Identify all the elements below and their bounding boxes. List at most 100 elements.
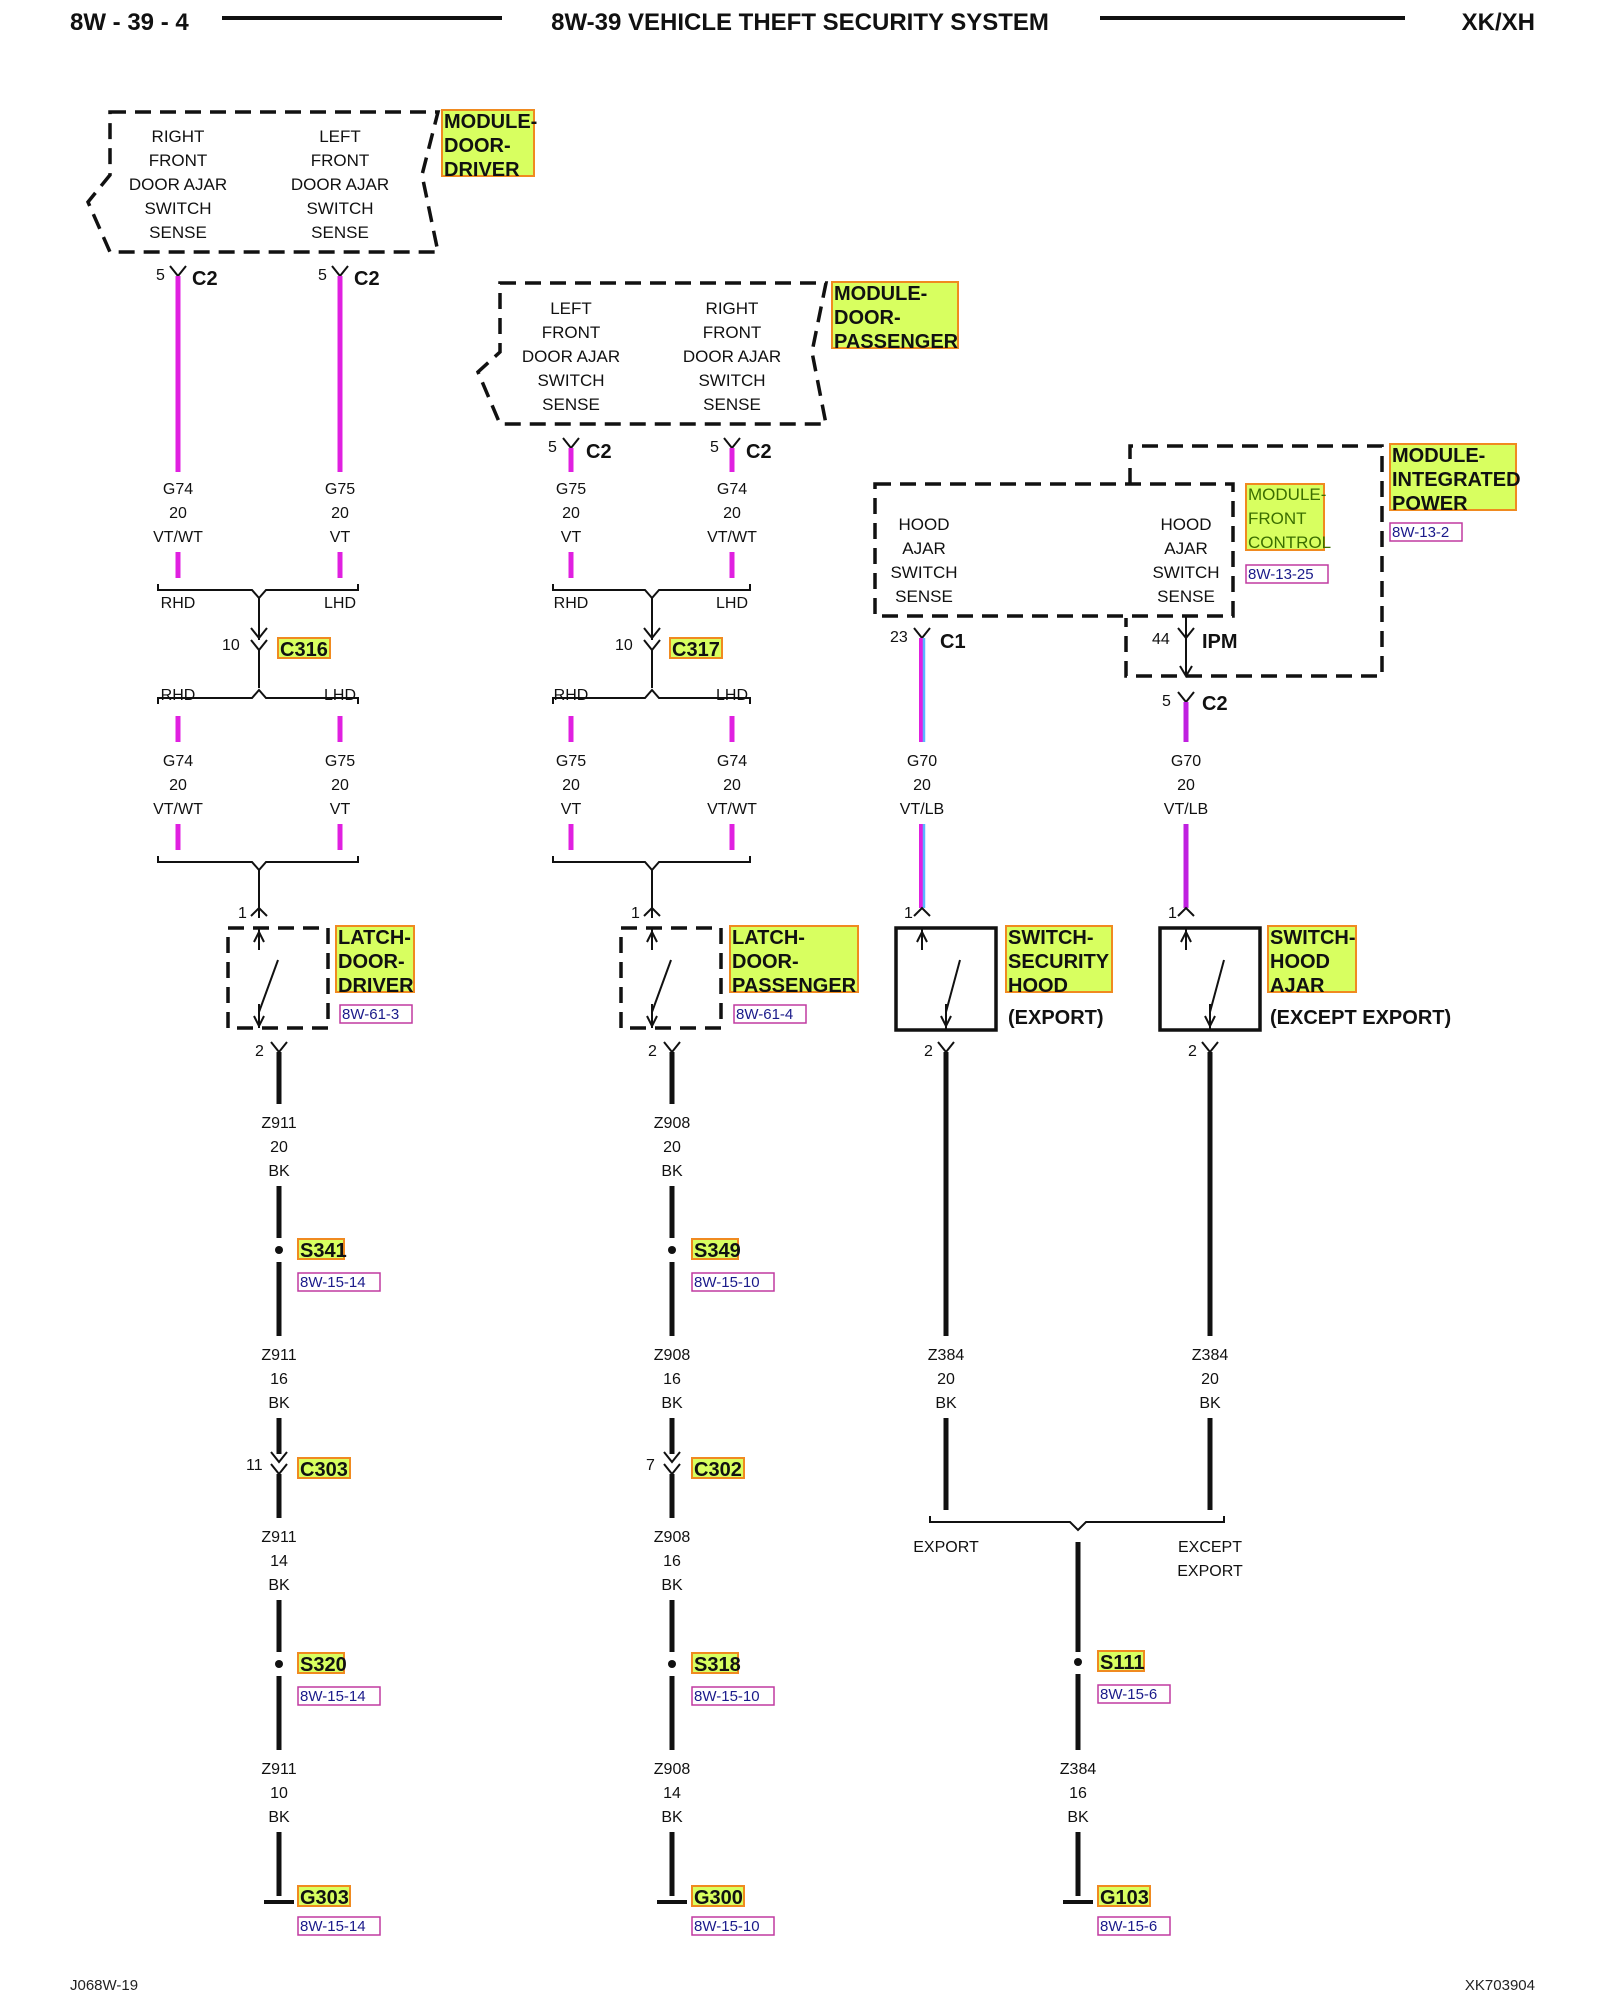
driver-rhd-bot: RHD [161,687,196,704]
option-brace-bottom [157,688,359,704]
footer-right-code: XK703904 [1465,1977,1535,1994]
ground-g103-ref[interactable]: 8W-15-6 [1100,1918,1157,1935]
splice-s111-ref[interactable]: 8W-15-6 [1100,1686,1157,1703]
c302-label[interactable]: C302 [694,1459,742,1481]
passenger-module-name: MODULE-DOOR-PASSENGER [834,283,959,353]
latch-driver-outline [226,926,330,1030]
s341-highlight [297,1238,345,1260]
ground-g303-ref[interactable]: 8W-15-14 [300,1918,366,1935]
text-line: LATCH- [732,927,805,949]
latch-door-driver[interactable]: 1 LATCH-DOOR-DRIVER 8W-61-3 2 [226,905,415,1060]
splice-s349[interactable]: S349 [694,1240,741,1262]
text-line: DOOR- [444,135,511,157]
splice-s341[interactable]: S341 [300,1240,347,1262]
driver-module-name-highlight [441,109,535,177]
c317-cav: 10 [615,637,633,654]
ground-g103[interactable]: G103 [1100,1887,1149,1909]
splice-s320-ref[interactable]: 8W-15-14 [300,1688,366,1705]
c316-label[interactable]: C316 [280,639,328,661]
fcm-ref[interactable]: 8W-13-25 [1248,566,1314,583]
text-line: 16 [270,1371,288,1388]
text-line: FRONT [1248,509,1307,528]
ground-g300-ref[interactable]: 8W-15-10 [694,1918,760,1935]
passenger-module-name-highlight [831,281,959,349]
splice-s318-ref[interactable]: 8W-15-10 [694,1688,760,1705]
text-line: DRIVER [338,975,414,997]
ground-g300[interactable]: G300 [694,1887,743,1909]
s320-highlight [297,1652,345,1674]
latch-pass-name-highlight [729,925,859,993]
text-line: BK [661,1163,683,1180]
latch-pass-ref[interactable]: 8W-61-4 [736,1006,793,1023]
s318-highlight [691,1652,739,1674]
latch-driver-name-highlight [335,925,415,993]
latch-driver-in-cav: 1 [238,905,247,922]
ipm-ref[interactable]: 8W-13-2 [1392,524,1449,541]
connector-symbol [643,906,661,917]
text-line: Z908 [654,1115,691,1132]
page-header: 8W - 39 - 4 8W-39 VEHICLE THEFT SECURITY… [70,9,1535,36]
text-line: SENSE [311,223,369,242]
latch-driver-ref[interactable]: 8W-61-3 [342,1006,399,1023]
ground-g303[interactable]: G303 [300,1887,349,1909]
text-line: 20 [663,1139,681,1156]
text-line: INTEGRATED [1392,469,1521,491]
text-line: 20 [562,777,580,794]
text-line: EXPORT [1177,1563,1243,1580]
text-line: 20 [331,505,349,522]
c303-highlight [297,1457,351,1479]
switch-contact-bottom [253,1004,265,1029]
text-line: G74 [163,753,193,770]
c303-label[interactable]: C303 [300,1459,348,1481]
ipm-cav: 44 [1152,631,1170,648]
text-line: VT [330,801,351,818]
text-line: Z384 [1060,1761,1097,1778]
switch-contact-top [916,928,928,950]
pass-lhd-top: LHD [716,595,748,612]
latch-pass-outline [619,926,723,1030]
splice-s349-ref[interactable]: 8W-15-10 [694,1274,760,1291]
latch-driver-name: LATCH-DOOR-DRIVER [338,927,414,997]
sw2-in-cav: 1 [1168,905,1177,922]
switch-contact-bottom [1204,1004,1216,1030]
splice-s320[interactable]: S320 [300,1654,347,1676]
c302-cav: 7 [646,1457,655,1474]
model-code: XK/XH [1462,9,1535,36]
connector-symbol [169,265,187,278]
sw1-name-highlight [1005,925,1113,993]
s111-highlight [1097,1650,1145,1672]
text-line: 20 [562,505,580,522]
option-brace-bottom [552,688,751,704]
splice-s111[interactable]: S111 [1100,1652,1145,1674]
text-line: BK [661,1395,683,1412]
splice-s341-ref[interactable]: 8W-15-14 [300,1274,366,1291]
latch-door-passenger[interactable]: 1 LATCH-DOOR-PASSENGER 8W-61-4 2 [619,905,859,1060]
driver-module-connectors: 5 C2 5 C2 [156,265,380,290]
text-line: VT/LB [900,801,944,818]
text-line: Z911 [261,1529,296,1546]
splice-s349-dot [668,1246,676,1254]
g303-highlight [297,1885,351,1907]
c317-label[interactable]: C317 [672,639,720,661]
c303-cav: 11 [246,1457,263,1474]
connector-symbol [913,627,931,640]
text-line: Z384 [1192,1347,1229,1364]
splice-s318[interactable]: S318 [694,1654,741,1676]
option-brace-latch [552,856,751,872]
